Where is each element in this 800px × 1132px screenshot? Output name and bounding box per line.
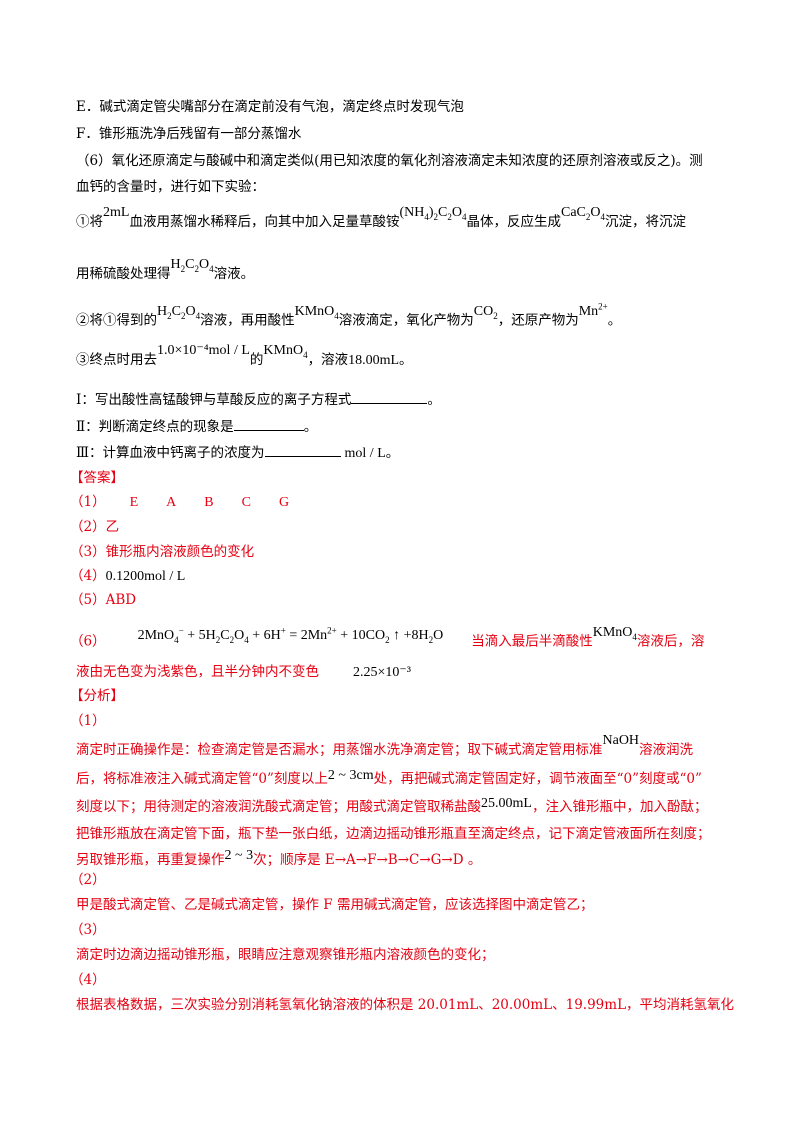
answer-blank-iii	[264, 456, 341, 457]
answer-1-item: G	[278, 495, 290, 510]
option-f: F．锥形瓶洗净后残留有一部分蒸馏水	[76, 126, 302, 142]
co2-formula: CO2	[473, 303, 498, 321]
naoh-formula: NaOH	[602, 733, 640, 748]
answer-6-line1: （6）2MnO4− + 5H2C2O4 + 6H+ = 2Mn2+ + 10CO…	[70, 624, 705, 650]
question-6-line2: 血钙的含量时，进行如下实验：	[76, 179, 265, 195]
answer-6-value: 2.25×10⁻³	[353, 665, 411, 680]
calcium-oxalate-formula: CaC2O4	[560, 205, 605, 222]
question-6-line1: （6）氧化还原滴定与酸碱中和滴定类似(用已知浓度的氧化剂溶液滴定未知浓度的还原剂…	[76, 153, 703, 169]
analysis-2-label: （2）	[70, 872, 106, 888]
sub-question-i: Ⅰ：写出酸性高锰酸钾与草酸反应的离子方程式。	[76, 392, 441, 408]
analysis-4-label: （4）	[70, 972, 106, 988]
analysis-4: 根据表格数据，三次实验分别消耗氢氧化钠溶液的体积是 20.01mL、20.00m…	[76, 997, 735, 1013]
analysis-3-label: （3）	[70, 922, 106, 938]
analysis-1-label: （1）	[70, 713, 106, 729]
repeat-count: 2 ~ 3	[224, 848, 254, 863]
answer-1-item: A	[166, 495, 177, 510]
ammonium-oxalate-formula: (NH4)2C2O4	[399, 205, 467, 222]
analysis-1-line3: 刻度以下；用待测定的溶液润洗酸式滴定管；用酸式滴定管取稀盐酸25.00mL，注入…	[76, 796, 708, 815]
option-e: E．碱式滴定管尖嘴部分在滴定前没有气泡，滴定终点时发现气泡	[76, 99, 464, 115]
answer-1-item: E	[129, 495, 139, 510]
analysis-1-line5: 另取锥形瓶，再重复操作2 ~ 3次；顺序是 E→A→F→B→C→G→D 。	[76, 848, 482, 868]
titrant-volume: 18.00mL	[348, 353, 400, 368]
height-range: 2 ~ 3cm	[327, 768, 374, 783]
blood-volume: 2mL	[103, 205, 130, 220]
concentration-unit: mol / L	[344, 446, 386, 461]
analysis-1-line4: 把锥形瓶放在滴定管下面，瓶下垫一张白纸，边滴边摇动锥形瓶直至滴定终点，记下滴定管…	[76, 826, 711, 842]
answer-3: （3）锥形瓶内溶液颜色的变化	[70, 544, 255, 560]
kmno4-formula-2: KMnO4	[263, 343, 308, 360]
kmno4-concentration: 1.0×10⁻⁴mol / L	[157, 343, 250, 358]
answer-1-item: B	[204, 495, 214, 510]
analysis-1-line1: 滴定时正确操作是：检查滴定管是否漏水；用蒸馏水洗净滴定管；取下碱式滴定管用标准N…	[76, 733, 694, 758]
kmno4-formula-3: KMnO4	[592, 624, 637, 642]
answer-blank-ii	[233, 430, 304, 431]
analysis-2: 甲是酸式滴定管、乙是碱式滴定管，操作 F 需用碱式滴定管，应该选择图中滴定管乙；	[76, 897, 594, 913]
oxalic-acid-formula: H2C2O4	[170, 257, 214, 274]
step-3: ③终点时用去1.0×10⁻⁴mol / L的KMnO4，溶液18.00mL。	[76, 343, 413, 368]
answer-4: （4）0.1200mol / L	[70, 568, 186, 584]
step-1-line1: ①将2mL血液用蒸馏水稀释后，向其中加入足量草酸铵(NH4)2C2O4晶体，反应…	[76, 205, 686, 230]
hcl-volume: 25.00mL	[481, 796, 532, 811]
oxalic-acid-formula-2: H2C2O4	[157, 303, 201, 321]
answer-5: （5）ABD	[70, 592, 137, 608]
answer-heading: 【答案】	[70, 470, 124, 486]
step-2: ②将①得到的H2C2O4溶液，再用酸性KMnO4溶液滴定，氧化产物为CO2，还原…	[76, 301, 622, 329]
answer-blank-i	[351, 403, 428, 404]
answer-1-item: C	[241, 495, 251, 510]
step-1-line2: 用稀硫酸处理得H2C2O4溶液。	[76, 257, 255, 282]
mn2-formula: Mn2+	[578, 301, 608, 319]
sub-question-ii: Ⅱ：判断滴定终点的现象是。	[76, 419, 318, 435]
analysis-heading: 【分析】	[70, 688, 124, 704]
ionic-equation: 2MnO4− + 5H2C2O4 + 6H+ = 2Mn2+ + 10CO2 ↑…	[137, 625, 444, 645]
kmno4-formula: KMnO4	[294, 303, 339, 321]
analysis-1-line2: 后，将标准液注入碱式滴定管“0”刻度以上2 ~ 3cm处，再把碱式滴定管固定好，…	[76, 768, 702, 787]
analysis-3: 滴定时边滴边摇动锥形瓶，眼睛应注意观察锥形瓶内溶液颜色的变化；	[76, 947, 495, 963]
answer-2: （2）乙	[70, 519, 120, 535]
